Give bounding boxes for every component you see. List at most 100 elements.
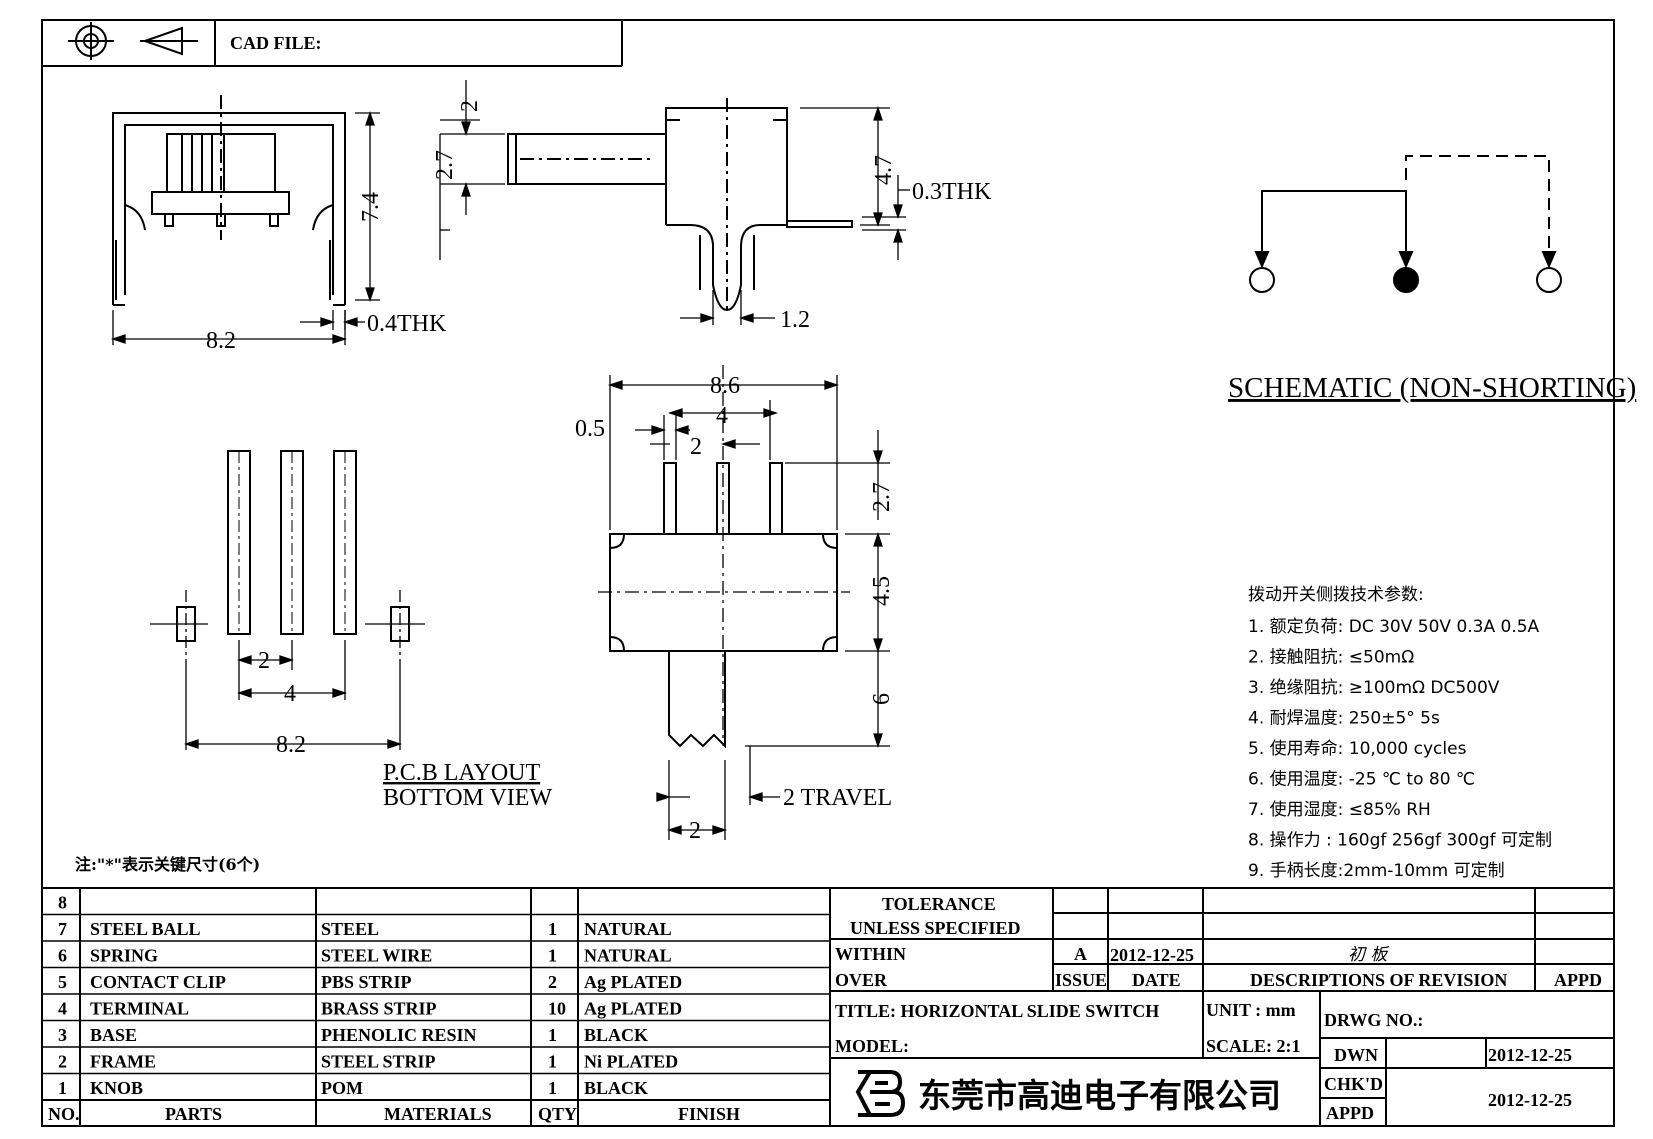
bom-cell-no: 1: [58, 1078, 67, 1098]
dim-top-4-5: 4.5: [869, 576, 895, 606]
date-label: DATE: [1132, 970, 1181, 990]
cad-file-label: CAD FILE:: [230, 33, 322, 53]
scale-label: SCALE: 2:1: [1206, 1036, 1301, 1056]
bom-cell-no: 6: [58, 946, 67, 966]
bom-cell-finish: Ag PLATED: [584, 972, 682, 992]
schematic-title: SCHEMATIC (NON-SHORTING): [1228, 372, 1636, 404]
bom-cell-material: STEEL: [321, 919, 379, 939]
spec-item: 3. 绝缘阻抗: ≥100mΩ DC500V: [1248, 678, 1500, 698]
bom-cell-no: 3: [58, 1025, 67, 1045]
top-dimensions: [607, 375, 890, 840]
specs-list: 1. 额定负荷: DC 30V 50V 0.3A 0.5A2. 接触阻抗: ≤5…: [1248, 617, 1552, 881]
dim-pcb-2: 2: [258, 648, 270, 674]
front-dimensions: [110, 110, 380, 345]
bom-cell-qty: 1: [548, 1025, 557, 1045]
bom-header-finish: FINISH: [678, 1104, 740, 1124]
bom-cell-no: 2: [58, 1052, 67, 1072]
title-block-grid: [830, 888, 1614, 1126]
bom-cell-part: SPRING: [90, 946, 158, 966]
crosshair-icon: [68, 22, 114, 60]
dim-pcb-8-2: 8.2: [276, 732, 306, 758]
bom-cell-material: BRASS STRIP: [321, 999, 437, 1019]
spec-item: 7. 使用湿度: ≤85% RH: [1248, 799, 1431, 820]
bom-cell-finish: NATURAL: [584, 946, 672, 966]
bom-cell-finish: Ni PLATED: [584, 1052, 678, 1072]
dim-top-2: 2: [690, 434, 702, 460]
bom-cell-no: 8: [58, 893, 67, 913]
projection-cone-icon: [140, 26, 198, 56]
bom-cell-part: CONTACT CLIP: [90, 972, 226, 992]
bom-cell-part: BASE: [90, 1025, 137, 1045]
bom-cell-material: STEEL WIRE: [321, 946, 432, 966]
spec-item: 8. 操作力 : 160gf 256gf 300gf 可定制: [1248, 831, 1552, 851]
bom-cell-part: TERMINAL: [90, 999, 189, 1019]
dim-side-2-7: 2.7: [432, 150, 458, 180]
dim-front-height: 7.4: [358, 192, 384, 222]
chk-date: 2012-12-25: [1488, 1090, 1572, 1110]
bom-cell-finish: Ag PLATED: [584, 999, 682, 1019]
bom-header-no: NO.: [48, 1104, 80, 1124]
dim-side-1-2: 1.2: [780, 307, 810, 333]
company-logo-icon: [855, 1070, 906, 1117]
side-view: [507, 98, 853, 312]
dim-top-8-6: 8.6: [710, 373, 740, 399]
drwg-no-label: DRWG NO.:: [1324, 1010, 1423, 1030]
pcb-subtitle: BOTTOM VIEW: [383, 785, 552, 811]
bom-header-row: NO. PARTS MATERIALS QTY FINISH: [48, 1104, 740, 1124]
chkd-label: CHK'D: [1324, 1074, 1383, 1094]
tolerance-label: TOLERANCE: [882, 894, 996, 914]
pcb-layout: [150, 450, 425, 660]
bom-cell-no: 5: [58, 972, 67, 992]
bom-cell-part: KNOB: [90, 1078, 143, 1098]
bom-header-parts: PARTS: [165, 1104, 222, 1124]
within-label: WITHIN: [835, 944, 906, 964]
dim-top-knob-2: 2: [689, 818, 701, 844]
date-value: 2012-12-25: [1110, 945, 1194, 965]
bom-cell-qty: 1: [548, 1052, 557, 1072]
side-dimensions: [439, 80, 910, 325]
dim-top-2-7: 2.7: [869, 482, 895, 512]
bom-cell-no: 7: [58, 919, 67, 939]
bom-header-qty: QTY: [538, 1104, 577, 1124]
unless-specified-label: UNLESS SPECIFIED: [850, 918, 1021, 938]
bom-cell-material: PHENOLIC RESIN: [321, 1025, 477, 1045]
issue-value: A: [1074, 944, 1087, 964]
bom-cell-finish: BLACK: [584, 1078, 648, 1098]
dim-front-width: 8.2: [206, 328, 236, 354]
bom-cell-qty: 1: [548, 1078, 557, 1098]
unit-label: UNIT : mm: [1206, 1000, 1296, 1020]
dim-top-4: 4: [716, 403, 728, 429]
dwn-label: DWN: [1334, 1045, 1378, 1065]
drawing-title: TITLE: HORIZONTAL SLIDE SWITCH: [835, 1001, 1159, 1021]
note: 注:"*"表示关键尺寸(6个): [75, 855, 260, 874]
bom-cell-qty: 1: [548, 919, 557, 939]
sheet-border: [41, 19, 1615, 1127]
bom-cell-part: FRAME: [90, 1052, 156, 1072]
bom-cell-material: PBS STRIP: [321, 972, 412, 992]
bom-row: 8: [58, 893, 67, 913]
dim-pin-thickness: 0.4THK: [367, 311, 447, 337]
dim-top-0-5: 0.5: [575, 416, 605, 442]
model-label: MODEL:: [835, 1036, 909, 1056]
spec-item: 5. 使用寿命: 10,000 cycles: [1248, 738, 1467, 759]
specs-title: 拨动开关侧拨技术参数:: [1248, 585, 1424, 605]
dim-top-6: 6: [869, 693, 895, 705]
over-label: OVER: [835, 970, 888, 990]
appd-sign-label: APPD: [1326, 1103, 1374, 1123]
company-name: 东莞市高迪电子有限公司: [918, 1076, 1281, 1115]
bom-cell-qty: 10: [548, 999, 566, 1019]
bom-rowlines: [42, 913, 830, 1101]
descriptions-label: DESCRIPTIONS OF REVISION: [1250, 970, 1507, 990]
front-view: [112, 95, 346, 306]
bom-cell-finish: BLACK: [584, 1025, 648, 1045]
schematic: [1249, 155, 1562, 293]
pcb-dimensions: [183, 640, 403, 750]
bom-row: 3 BASE PHENOLIC RESIN 1 BLACK: [58, 1025, 648, 1045]
